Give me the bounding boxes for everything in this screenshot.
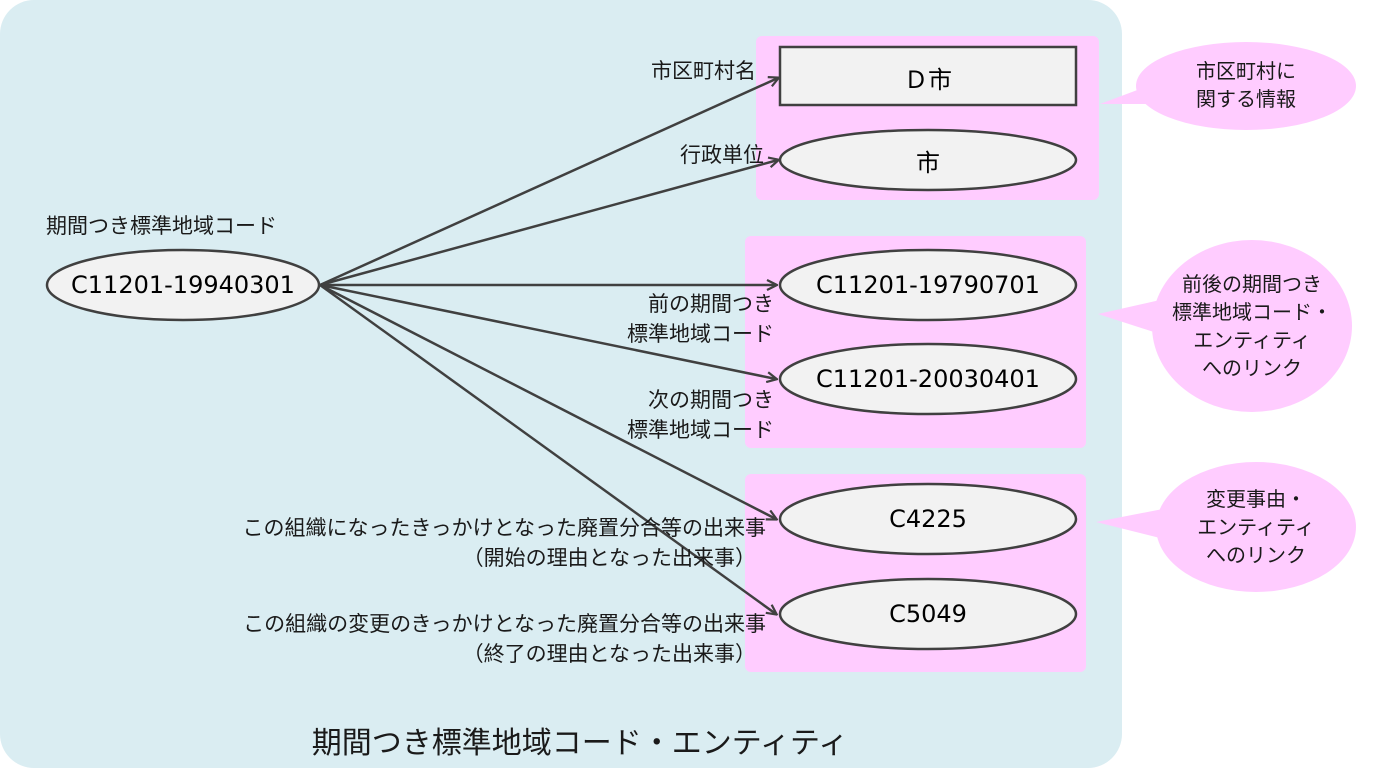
callout-municipality-bubble <box>1136 42 1356 130</box>
next-label: 次の期間つき 標準地域コード <box>627 388 774 442</box>
arrow-to-name <box>319 78 778 287</box>
callout-links-text: 前後の期間つき 標準地域コード・ エンティティ へのリンク <box>1172 272 1332 380</box>
next-code-node <box>778 342 1078 416</box>
unit-value-text: 市 <box>916 148 940 177</box>
start-event-text: C4225 <box>889 505 967 533</box>
source-code-label: 期間つき標準地域コード <box>46 214 277 238</box>
prev-code-text: C11201-19790701 <box>816 271 1040 299</box>
end-event-node <box>778 577 1078 651</box>
source-code-node <box>45 248 321 322</box>
callout-links-bubble <box>1152 240 1352 412</box>
arrow-to-next <box>319 283 776 379</box>
end-event-text: C5049 <box>889 600 967 628</box>
end-event-label-2: （終了の理由となった出来事） <box>462 642 756 666</box>
source-code-text: C11201-19940301 <box>71 271 295 299</box>
arrow-to-end-event <box>319 283 776 614</box>
prev-code-node <box>778 248 1078 322</box>
arrow-to-start-event <box>319 283 776 519</box>
next-code-text: C11201-20030401 <box>816 365 1040 393</box>
start-event-node <box>778 482 1078 556</box>
name-label: 市区町村名 <box>651 59 756 83</box>
start-event-label-2: （開始の理由となった出来事） <box>462 546 756 570</box>
name-value-box <box>778 45 1078 107</box>
arrow-to-unit <box>319 160 778 287</box>
callout-events-text: 変更事由・ エンティティ へのリンク <box>1197 487 1315 567</box>
callout-events <box>1096 508 1168 540</box>
unit-value-node <box>778 128 1078 192</box>
end-event-label-1: この組織の変更のきっかけとなった廃置分合等の出来事 <box>243 612 766 636</box>
start-event-label-1: この組織になったきっかけとなった廃置分合等の出来事 <box>242 516 766 540</box>
prev-label: 前の期間つき 標準地域コード <box>627 292 774 346</box>
unit-label: 行政単位 <box>680 143 764 167</box>
entity-title: 期間つき標準地域コード・エンティティ <box>311 726 849 761</box>
name-value-text: Ｄ市 <box>904 65 952 94</box>
callout-municipality-text: 市区町村に 関する情報 <box>1196 59 1296 111</box>
callout-links <box>1098 300 1160 334</box>
callout-events-bubble <box>1156 462 1356 592</box>
callout-municipality <box>1100 86 1148 104</box>
